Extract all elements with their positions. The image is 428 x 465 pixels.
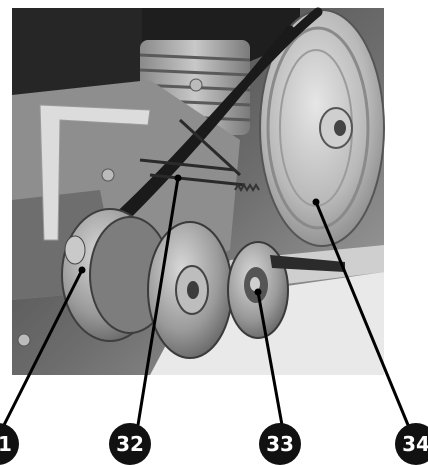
callout-label-31: 31 [0, 432, 12, 456]
drive-belt-drawing [105, 7, 323, 237]
air-filter-box [12, 8, 142, 98]
leader-line-33 [256, 291, 284, 426]
bolt [101, 168, 115, 182]
callout-leader-lines [2, 177, 410, 426]
tension-spring [234, 183, 260, 192]
leader-line-32 [136, 177, 180, 426]
callout-label-32: 32 [116, 432, 144, 456]
leader-line-34 [314, 201, 410, 426]
bolt [17, 333, 31, 347]
callout-badge-34: 34 [395, 423, 428, 465]
callout-badge-32: 32 [109, 423, 151, 465]
callout-badge-31: 31 [0, 423, 19, 465]
mounting-bracket [39, 104, 151, 241]
callout-label-33: 33 [266, 432, 294, 456]
photo [12, 7, 385, 375]
callout-label-34: 34 [402, 432, 428, 456]
idler-pulley-drawing [227, 241, 345, 339]
control-linkage [139, 118, 246, 187]
leader-endpoints [78, 174, 320, 296]
leader-line-31 [2, 269, 84, 426]
bolt [189, 78, 203, 92]
callout-badge-33: 33 [259, 423, 301, 465]
